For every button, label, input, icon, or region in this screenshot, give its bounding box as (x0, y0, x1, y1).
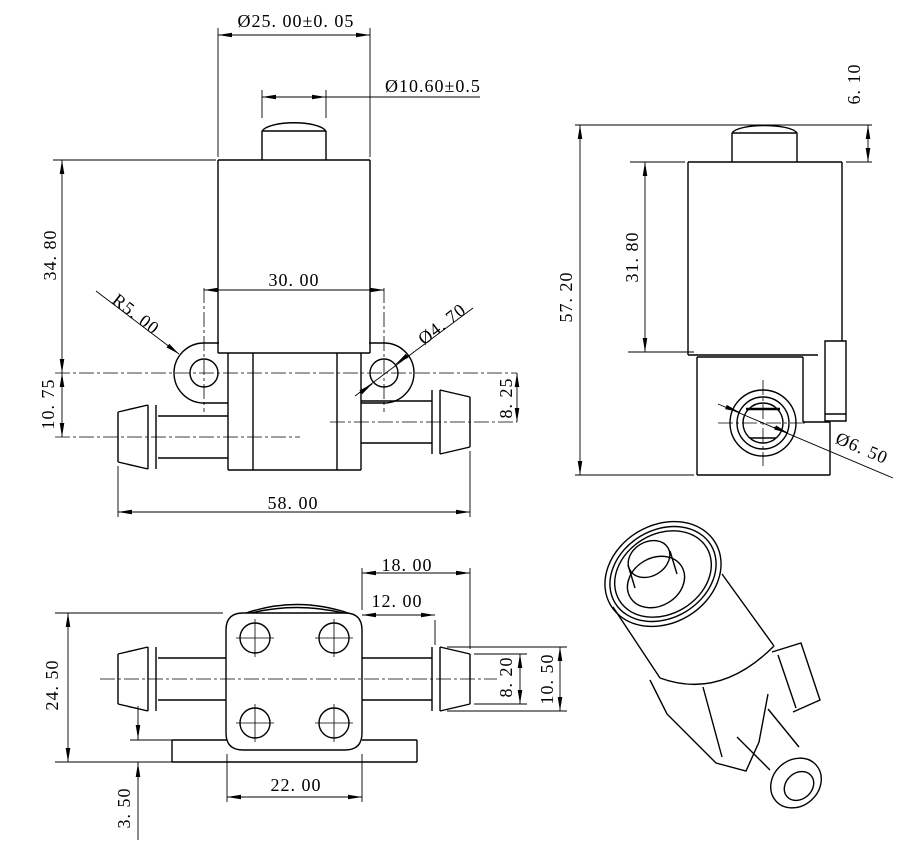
ext-cap-height (575, 124, 872, 163)
ext-cap-dia (261, 90, 327, 118)
dim-label-inlet-offset: 10. 75 (38, 378, 58, 430)
ext-side-coil-height (628, 161, 694, 353)
dim-label-hole-spacing: 30. 00 (268, 270, 320, 290)
side-coil-outline (687, 161, 843, 356)
iso-coil-top-rim (609, 525, 717, 623)
cap-outline (261, 122, 327, 160)
dim-label-barb-total-length: 18. 00 (381, 555, 433, 575)
flange-holes (236, 619, 353, 742)
ext-bracket-thickness (130, 739, 176, 763)
dim-label-coil-height: 34. 80 (40, 229, 60, 281)
front-centerlines (55, 288, 517, 438)
dim-label-cap-diameter: Ø10.60±0.5 (385, 76, 481, 96)
side-clip-tab (824, 340, 847, 422)
dim-label-coil-diameter: Ø25. 00±0. 05 (237, 11, 355, 31)
leader-hole-dia (354, 307, 474, 397)
iso-barb-tip-bore (783, 770, 815, 802)
leader-port-arrow1 (725, 404, 740, 413)
valve-body (227, 353, 362, 471)
dim-label-cap-height: 6. 10 (844, 63, 864, 105)
dim-label-barb-max-diameter: 10. 50 (537, 653, 557, 705)
ext-coil-dia (217, 28, 371, 157)
iso-valve-block (649, 679, 769, 772)
left-ear (173, 342, 228, 404)
dim-label-body-width: 22. 00 (270, 775, 322, 795)
iso-coil-top-outer (604, 520, 722, 628)
dim-label-barb-tip-diameter: 8. 20 (496, 656, 516, 698)
bracket-strip (171, 739, 418, 763)
flange-coil-bulge (245, 603, 349, 614)
dim-label-side-coil-height: 31. 80 (622, 231, 642, 283)
iso-cap-sides (627, 550, 678, 589)
dim-label-outlet-offset: 8. 25 (496, 377, 516, 419)
leader-port-arrow2 (773, 425, 789, 434)
side-view (575, 124, 894, 479)
flange-outline (225, 612, 363, 751)
dim-label-body-depth: 24. 50 (42, 659, 62, 711)
leader-port-dia (717, 403, 894, 479)
iso-cap-base (626, 555, 686, 609)
isometric-view (604, 520, 822, 809)
front-view (53, 28, 520, 517)
bottom-view (55, 568, 567, 840)
iso-coil-sides (612, 573, 775, 685)
iso-coil-top-inner (613, 530, 713, 618)
side-cap-outline (731, 124, 798, 162)
ext-body-width (226, 754, 363, 802)
leader-hole-arrow2 (359, 383, 373, 395)
iso-barb-sides (736, 708, 800, 771)
dim-label-overall-height: 57. 20 (556, 271, 576, 323)
ext-overall-width (117, 451, 471, 517)
dim-label-overall-width: 58. 00 (267, 493, 319, 513)
side-lower-body (696, 356, 831, 476)
iso-clip-tab (771, 642, 821, 713)
dim-label-bracket-thickness: 3. 50 (114, 787, 134, 829)
coil-outline (217, 159, 371, 354)
ext-barb-max-dia (447, 646, 567, 712)
iso-barb-tip-outer (770, 757, 822, 809)
leader-ear-radius (95, 290, 180, 355)
leader-hole-arrow1 (395, 353, 409, 365)
dim-label-barb-neck-length: 12. 00 (371, 591, 423, 611)
